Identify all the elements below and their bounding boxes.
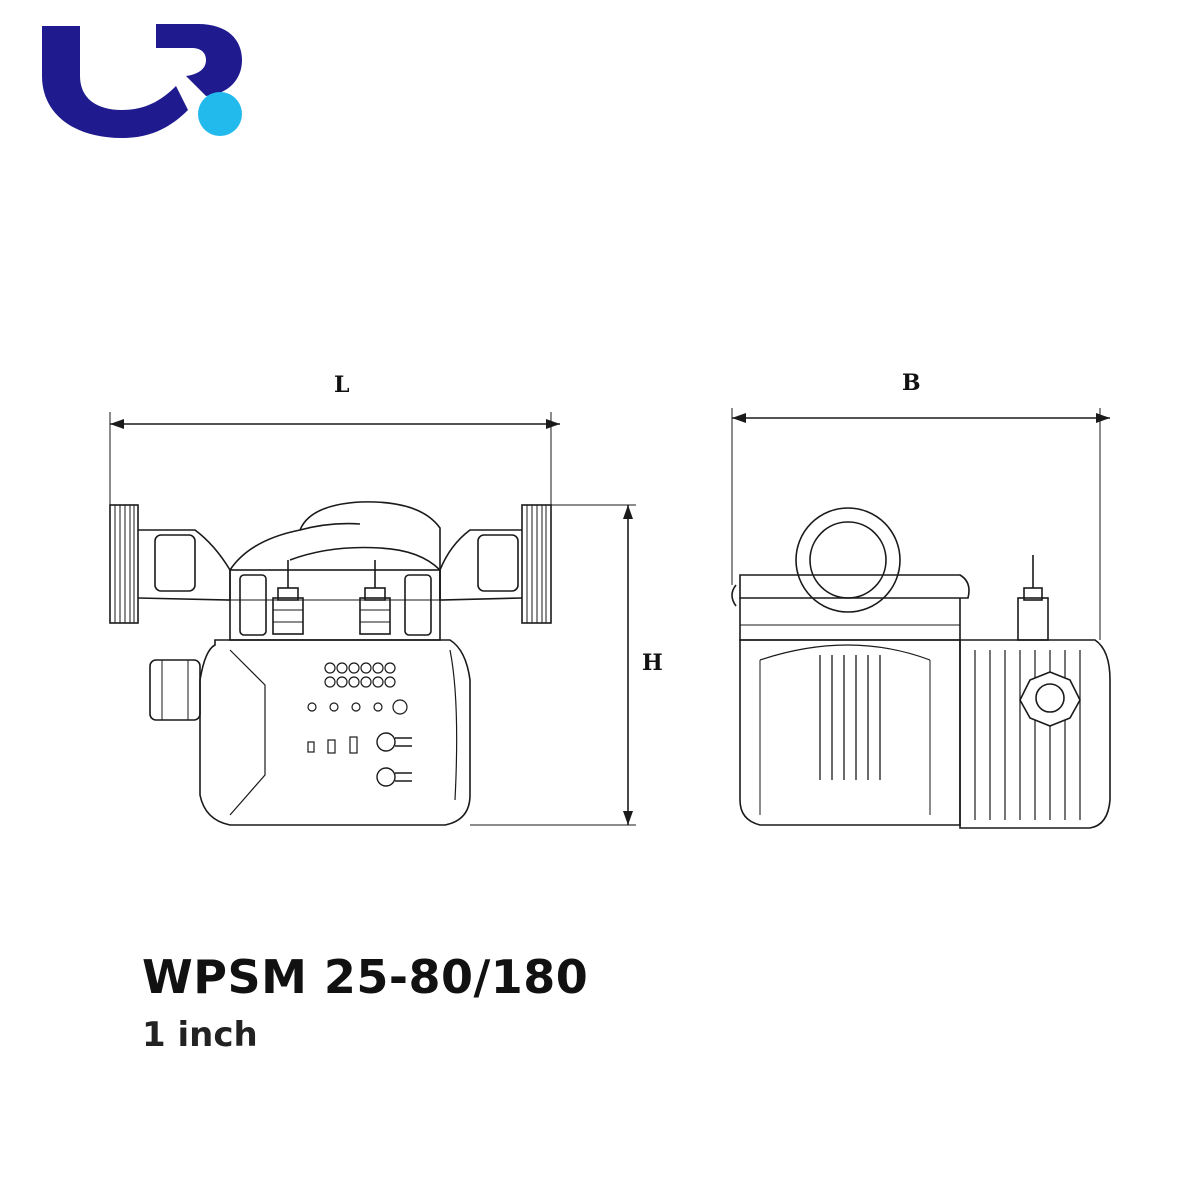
dimension-label-l: L xyxy=(334,372,349,398)
control-box-side xyxy=(959,639,1111,829)
motor-mount xyxy=(229,569,441,641)
pump-volute xyxy=(229,501,441,600)
star-knob xyxy=(1019,671,1081,727)
indicator-leds xyxy=(307,699,408,715)
led-display xyxy=(324,662,396,688)
logo-mark-arc xyxy=(156,24,242,96)
side-volute xyxy=(731,507,970,613)
cable-gland-left xyxy=(272,560,304,635)
side-view xyxy=(731,408,1111,829)
dimension-label-h: H xyxy=(642,650,663,676)
status-slots xyxy=(307,736,358,754)
cable-gland-side xyxy=(1017,555,1049,641)
vent-plug xyxy=(149,659,201,721)
brand-logo xyxy=(42,24,242,138)
logo-dot xyxy=(198,92,242,136)
cable-gland-right xyxy=(359,560,391,635)
front-view xyxy=(109,412,636,826)
control-box xyxy=(199,639,471,826)
dimension-label-b: B xyxy=(902,370,921,396)
control-knobs xyxy=(376,732,412,787)
logo-mark xyxy=(42,26,188,138)
product-model: WPSM 25-80/180 xyxy=(142,950,589,1004)
left-union-nut xyxy=(109,504,139,624)
motor-body xyxy=(739,639,961,826)
left-inlet xyxy=(137,529,231,601)
product-size: 1 inch xyxy=(142,1015,258,1055)
